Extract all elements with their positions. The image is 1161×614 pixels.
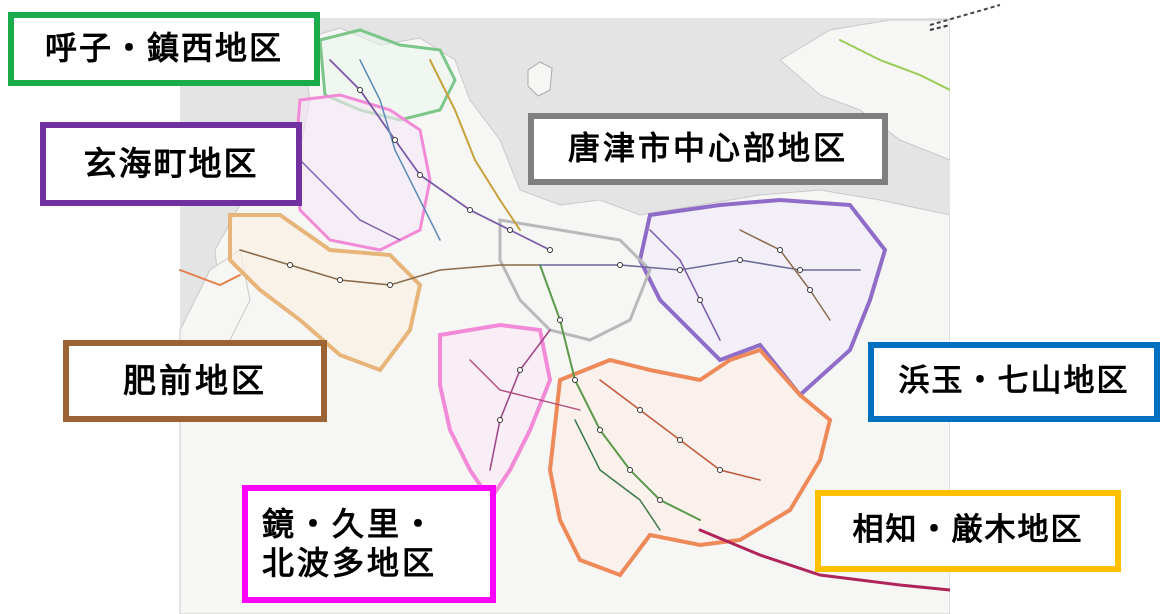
district-label-yobuko-chinzei: 呼子・鎮西地区	[8, 12, 320, 86]
district-label-genkai: 玄海町地区	[40, 122, 302, 206]
map-margin-top	[180, 0, 950, 18]
district-label-text-line2: 北波多地区	[262, 544, 438, 582]
district-outline-karatsu	[498, 218, 652, 342]
district-label-text: 浜玉・七山地区	[898, 363, 1130, 400]
district-label-text: 肥前地区	[123, 360, 267, 400]
district-label-ouchi-kyuragi: 相知・厳木地区	[815, 490, 1121, 572]
railway-ne	[929, 4, 1001, 26]
district-label-text: 呼子・鎮西地区	[44, 29, 283, 68]
district-outline-hizen	[228, 213, 423, 373]
district-label-text: 相知・厳木地区	[852, 512, 1084, 549]
island	[527, 61, 553, 97]
district-label-text: 玄海町地区	[83, 143, 259, 183]
district-label-karatsu-center: 唐津市中心部地区	[528, 113, 888, 185]
district-label-hizen: 肥前地区	[63, 340, 327, 422]
district-outline-ouchi	[547, 347, 833, 578]
district-outline-hamatama	[637, 197, 888, 398]
bus-stops	[287, 87, 813, 503]
district-label-text: 唐津市中心部地区	[567, 129, 848, 168]
railway-dashed	[929, 24, 951, 31]
district-label-hamatama-nanayama: 浜玉・七山地区	[868, 342, 1160, 422]
district-label-text-line1: 鏡・久里・	[262, 504, 438, 543]
district-label-kagami-kuri-kitahata: 鏡・久里・ 北波多地区	[242, 485, 496, 603]
